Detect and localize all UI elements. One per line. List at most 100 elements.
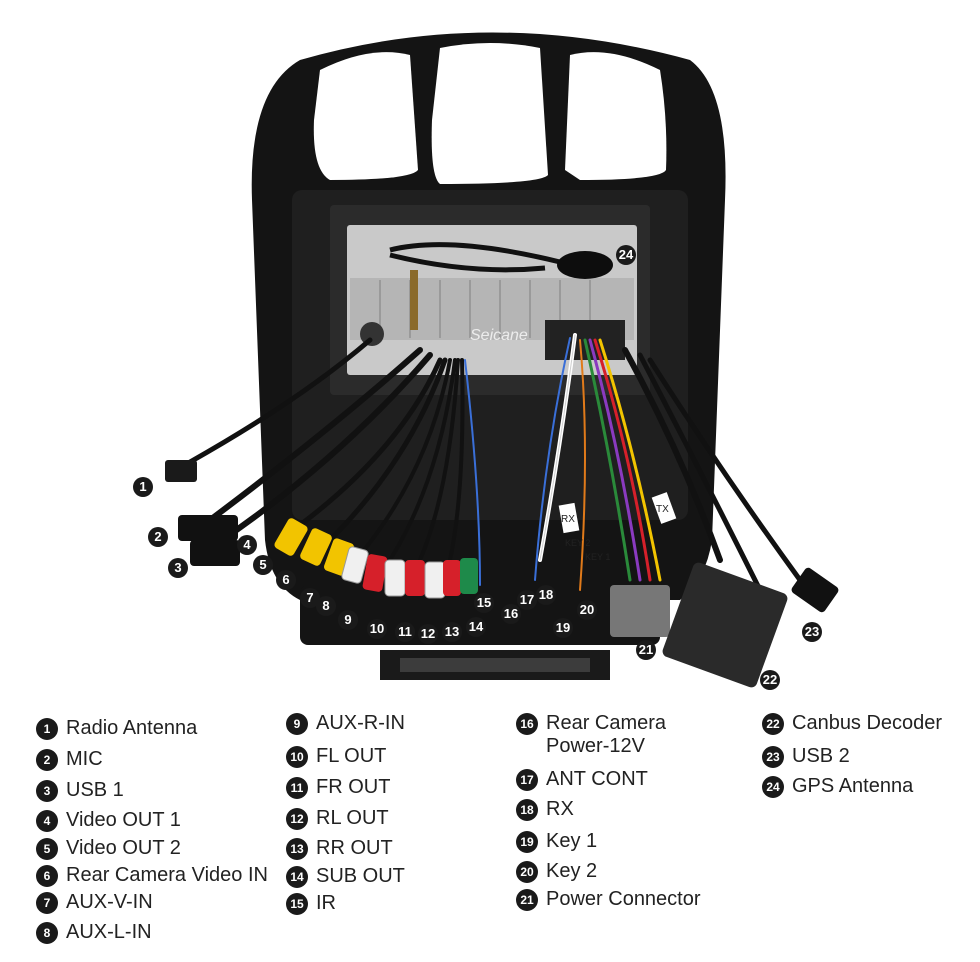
legend-label: Key 2 <box>546 860 598 882</box>
legend-label: MIC <box>66 748 103 770</box>
legend-badge: 11 <box>286 777 308 799</box>
legend-label: IR <box>316 892 336 914</box>
svg-text:3: 3 <box>174 560 181 575</box>
badge-22: 22 <box>760 670 780 690</box>
svg-text:16: 16 <box>504 606 518 621</box>
legend-label: Canbus Decoder <box>792 712 943 734</box>
svg-text:8: 8 <box>322 598 329 613</box>
badge-5: 5 <box>253 555 273 575</box>
legend-label: RL OUT <box>316 807 389 829</box>
legend-badge: 17 <box>516 769 538 791</box>
svg-text:2: 2 <box>154 529 161 544</box>
legend-badge: 9 <box>286 713 308 735</box>
cable-tags: RX TX KEY 2 KEY 1 <box>558 492 677 562</box>
svg-text:24: 24 <box>619 247 634 262</box>
legend-item-18: 18 RX <box>516 798 574 821</box>
legend-item-19: 19 Key 1 <box>516 830 597 853</box>
rca-plugs <box>274 518 478 599</box>
badge-6: 6 <box>276 570 296 590</box>
legend-item-11: 11 FR OUT <box>286 776 390 799</box>
wire-harness <box>187 333 803 593</box>
legend-label: SUB OUT <box>316 865 405 887</box>
legend-label: RX <box>546 798 574 820</box>
svg-text:12: 12 <box>421 626 435 641</box>
tag-rx: RX <box>561 514 575 525</box>
tag-tx: TX <box>656 504 669 515</box>
legend-badge: 5 <box>36 838 58 860</box>
legend-label: AUX-R-IN <box>316 712 405 734</box>
legend-item-17: 17 ANT CONT <box>516 768 648 791</box>
badge-12: 12 <box>418 624 438 644</box>
badge-19: 19 <box>553 618 573 638</box>
legend-badge: 15 <box>286 893 308 915</box>
legend-badge: 24 <box>762 776 784 798</box>
svg-text:6: 6 <box>282 572 289 587</box>
legend-label: Rear Camera Video IN <box>66 864 268 886</box>
badge-23: 23 <box>802 622 822 642</box>
power-connector <box>610 585 670 637</box>
svg-text:9: 9 <box>344 612 351 627</box>
legend-badge: 21 <box>516 889 538 911</box>
legend-item-1: 1 Radio Antenna <box>36 717 197 740</box>
legend-item-20: 20 Key 2 <box>516 860 597 883</box>
svg-text:18: 18 <box>539 587 553 602</box>
badge-11: 11 <box>395 622 415 642</box>
svg-text:10: 10 <box>370 621 384 636</box>
mic-plug <box>178 515 238 541</box>
legend-badge: 18 <box>516 799 538 821</box>
tag-key1: KEY 1 <box>585 552 610 562</box>
legend-badge: 1 <box>36 718 58 740</box>
radio-antenna-plug <box>165 460 197 482</box>
svg-text:5: 5 <box>259 557 266 572</box>
legend-badge: 23 <box>762 746 784 768</box>
svg-text:4: 4 <box>243 537 251 552</box>
legend-label: GPS Antenna <box>792 775 914 797</box>
legend-label: AUX-V-IN <box>66 891 153 913</box>
legend-item-15: 15 IR <box>286 892 336 915</box>
legend-badge: 10 <box>286 746 308 768</box>
badge-18: 18 <box>536 585 556 605</box>
legend-badge: 8 <box>36 922 58 944</box>
svg-text:19: 19 <box>556 620 570 635</box>
legend-label: USB 1 <box>66 779 124 801</box>
legend-label: Radio Antenna <box>66 717 198 739</box>
svg-text:14: 14 <box>469 619 484 634</box>
legend-badge: 20 <box>516 861 538 883</box>
legend-label: FL OUT <box>316 745 387 767</box>
legend-label: FR OUT <box>316 776 391 798</box>
badge-3: 3 <box>168 558 188 578</box>
legend-badge: 7 <box>36 892 58 914</box>
badge-24: 24 <box>616 245 636 265</box>
badge-10: 10 <box>367 619 387 639</box>
badge-21: 21 <box>636 640 656 660</box>
legend-badge: 4 <box>36 810 58 832</box>
legend-badge: 19 <box>516 831 538 853</box>
legend-label: ANT CONT <box>546 768 648 790</box>
legend-item-24: 24 GPS Antenna <box>762 775 913 798</box>
brand-watermark: Seicane <box>470 327 528 344</box>
legend-badge: 13 <box>286 838 308 860</box>
svg-text:7: 7 <box>306 590 313 605</box>
legend-item-7: 7 AUX-V-IN <box>36 891 153 914</box>
badge-13: 13 <box>442 622 462 642</box>
legend-badge: 3 <box>36 780 58 802</box>
usb2-plug <box>791 567 839 613</box>
badge-1: 1 <box>133 477 153 497</box>
svg-text:22: 22 <box>763 672 777 687</box>
badge-8: 8 <box>316 596 336 616</box>
legend-label: Key 1 <box>546 830 598 852</box>
svg-text:20: 20 <box>580 602 594 617</box>
badge-17: 17 <box>517 590 537 610</box>
badge-20: 20 <box>577 600 597 620</box>
badge-9: 9 <box>338 610 358 630</box>
tag-key2: KEY 2 <box>565 538 590 548</box>
legend-badge: 6 <box>36 865 58 887</box>
